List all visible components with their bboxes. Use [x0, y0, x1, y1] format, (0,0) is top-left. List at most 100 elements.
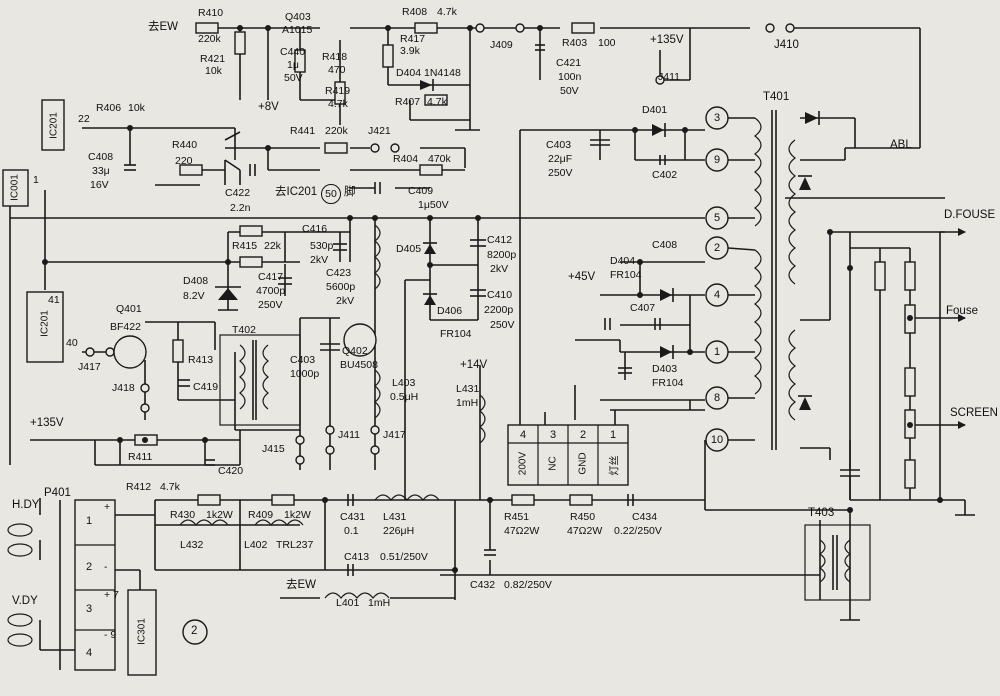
label-r441: R441 [290, 125, 316, 137]
label-r451-val: 47Ω2W [504, 525, 540, 537]
label-r411: R411 [128, 451, 153, 463]
label-c417-v: 250V [258, 299, 283, 311]
label-pin1: 1 [33, 174, 39, 186]
label-c403-top-v: 250V [548, 167, 573, 179]
label-c413-val: 0.51/250V [380, 551, 428, 563]
label-jiao: 脚 [344, 186, 356, 198]
label-abl: ABL [890, 139, 912, 151]
label-q401-type: BF422 [110, 321, 141, 333]
label-r410: R410 [198, 7, 224, 19]
label-l403-val: 0.5μH [390, 391, 419, 403]
label-l401-val: 1mH [368, 597, 391, 609]
label-ic001: IC001 [9, 174, 21, 201]
label-plus135-top: +135V [650, 34, 684, 46]
label-r418-val: 470 [328, 64, 346, 76]
label-r413: R413 [188, 354, 214, 366]
t401-primary [754, 110, 975, 516]
label-j410: J410 [774, 39, 799, 51]
t-pin-2: 2 [713, 242, 721, 254]
label-r412-val: 4.7k [160, 481, 180, 493]
label-ic301: IC301 [136, 618, 148, 645]
label-r407: R407 [395, 96, 421, 108]
label-fig-num: 2 [191, 625, 198, 637]
p401-sign-1: + [104, 501, 111, 513]
label-c403-mid-val: 1000p [290, 368, 320, 380]
label-d406: D406 [437, 305, 463, 317]
label-to-ew-bot: 去EW [286, 579, 317, 591]
rails [9, 129, 705, 500]
label-p401: P401 [44, 487, 71, 499]
p401-sign-2: - [104, 561, 108, 573]
label-hdy: H.DY [12, 499, 40, 511]
label-d403: D403 [652, 363, 678, 375]
label-pin50: 50 [321, 184, 341, 204]
label-c408-left-val: 33μ [92, 165, 110, 177]
label-c432-val: 0.82/250V [504, 579, 552, 591]
label-d406-type: FR104 [440, 328, 472, 340]
label-d404-mid-type: FR104 [610, 269, 642, 281]
label-plus45v: +45V [568, 271, 596, 283]
t401-pins [704, 106, 850, 511]
label-r440-val: 220 [175, 155, 193, 167]
label-pin41: 41 [48, 294, 60, 306]
label-l431-bot: L431 [383, 511, 407, 523]
label-l431-mid-val: 1mH [456, 397, 479, 409]
box-text-nc: NC [547, 456, 559, 471]
label-c431: C431 [340, 511, 366, 523]
box-pin-1: 1 [609, 429, 617, 441]
label-r417: R417 [400, 33, 426, 45]
label-r430-val: 1k2W [206, 509, 233, 521]
label-d404-mid: D404 [610, 255, 636, 267]
label-r419: R419 [325, 85, 351, 97]
label-pin22: 22 [78, 113, 90, 125]
label-r430: R430 [170, 509, 196, 521]
label-screen: SCREEN [950, 407, 998, 419]
t-pin-4: 4 [713, 289, 721, 301]
label-q401: Q401 [116, 303, 142, 315]
box-text-gnd: GND [577, 452, 589, 475]
p401-pin-2: 2 [85, 561, 93, 573]
label-r421: R421 [200, 53, 226, 65]
label-l402-type: TRL237 [276, 539, 314, 551]
label-c410-val: 2200p [484, 304, 514, 316]
label-r404-val: 470k [428, 153, 451, 165]
t-pin-9: 9 [713, 154, 721, 166]
label-ic201-mid: IC201 [39, 310, 51, 337]
label-r450: R450 [570, 511, 596, 523]
label-j417-left: J417 [78, 361, 101, 373]
label-c409-val: 1μ50V [418, 199, 449, 211]
label-l401: L401 [336, 597, 360, 609]
label-r403: R403 [562, 37, 588, 49]
label-r408-val: 4.7k [437, 6, 457, 18]
second-row-parts [41, 99, 443, 194]
label-d403-type: FR104 [652, 377, 684, 389]
label-r418: R418 [322, 51, 348, 63]
label-c416-v: 2kV [310, 254, 329, 266]
label-l432: L432 [180, 539, 204, 551]
label-c417-val: 4700p [256, 285, 286, 297]
label-c410: C410 [487, 289, 513, 301]
p401-sign-3: + 7 [104, 589, 119, 601]
label-r419-val: 4.7k [328, 98, 348, 110]
label-ic201-top: IC201 [48, 112, 60, 139]
label-c440: C440 [280, 46, 306, 58]
label-plus14v: +14V [460, 359, 488, 371]
connector-box [507, 424, 629, 486]
label-c421-val: 100n [558, 71, 582, 83]
label-r417-val: 3.9k [400, 45, 420, 57]
label-plus8v: +8V [258, 101, 279, 113]
label-c409: C409 [408, 185, 434, 197]
label-c432: C432 [470, 579, 496, 591]
label-c413: C413 [344, 551, 370, 563]
label-r441-val: 220k [325, 125, 348, 137]
label-c421: C421 [556, 57, 582, 69]
box-text-filament: 灯丝 [609, 455, 621, 476]
label-t402: T402 [232, 324, 256, 336]
p401-sign-4: - 9 [104, 629, 117, 641]
box-pin-2: 2 [579, 429, 587, 441]
label-c422: C422 [225, 187, 251, 199]
hv-diodes [423, 239, 486, 500]
label-t403: T403 [808, 507, 835, 519]
t-pin-3: 3 [713, 112, 721, 124]
